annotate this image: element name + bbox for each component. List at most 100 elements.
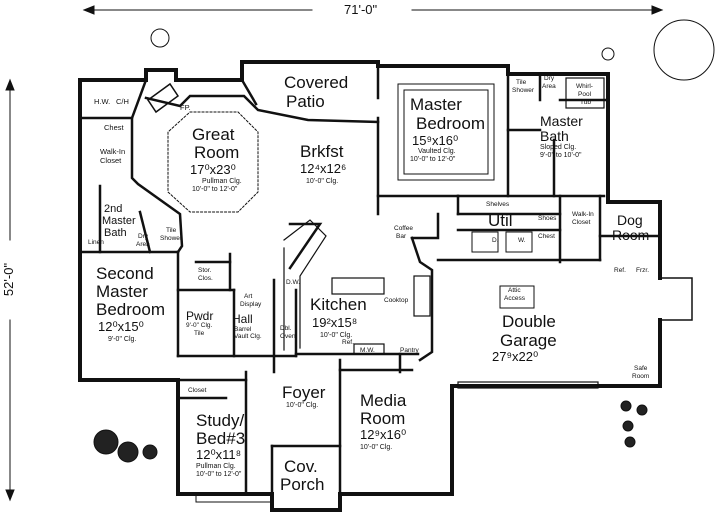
- chest-label-2: Chest: [538, 233, 555, 240]
- shoes-label: Shoes: [538, 215, 557, 222]
- covered-patio-label-1: Covered: [284, 73, 349, 92]
- shelves-label: Shelves: [486, 201, 510, 208]
- double-garage-label-2: Garage: [500, 331, 557, 350]
- great-room-label-1: Great: [192, 125, 235, 144]
- whirlpool-label-2: Pool: [578, 91, 592, 98]
- dw-label: D.W.: [286, 279, 301, 286]
- kitchen-size: 19²x15⁸: [312, 315, 358, 330]
- cov-porch-label-2: Porch: [280, 475, 325, 494]
- chest-label-1: Chest: [104, 123, 124, 132]
- exterior-walls: [78, 60, 662, 512]
- kitchen-label: Kitchen: [310, 295, 367, 314]
- fp-label: FP.: [180, 103, 191, 112]
- master-dry-area-label-2: Area: [542, 83, 556, 90]
- study-size: 12⁰x11⁸: [196, 447, 242, 462]
- great-room-note-2: 10'-0" to 12'-0": [192, 186, 238, 193]
- dog-room-label-2: Room: [612, 227, 650, 243]
- hall-label: Hall: [232, 312, 253, 326]
- master-tile-shower-label-1: Tile: [516, 79, 527, 86]
- master-walkin-label-2: Closet: [572, 219, 591, 226]
- attic-access-box: [499, 285, 535, 309]
- great-room-ceiling: [167, 111, 259, 213]
- master-bath-note-1: Sloped Clg.: [540, 144, 577, 151]
- media-room-label-1: Media: [360, 391, 407, 410]
- dry-area-label-2: Area: [136, 241, 150, 248]
- fireplace: [146, 82, 180, 114]
- master-bedroom-label-2: Bedroom: [416, 114, 485, 133]
- second-master-bath-label-3: Bath: [104, 227, 127, 239]
- study-closet-label: Closet: [188, 387, 207, 394]
- second-master-bedroom-note: 9'-0" Clg.: [108, 336, 137, 343]
- master-dry-area-label-1: Dry: [544, 75, 555, 82]
- master-bedroom-label-1: Master: [410, 95, 462, 114]
- washer-label: W.: [518, 237, 526, 244]
- master-bath-note-2: 9'-0" to 10'-0": [540, 152, 582, 159]
- safe-room-label-1: Safe: [634, 365, 648, 372]
- coffee-bar-label-1: Coffee: [394, 225, 414, 232]
- pwdr-note-2: Tile: [194, 330, 205, 337]
- overall-width: 71'-0": [344, 2, 378, 17]
- second-master-bedroom-label-2: Master: [96, 282, 148, 301]
- mw-label: M.W.: [360, 347, 375, 354]
- study-note-2: 10'-0" to 12'-0": [196, 471, 242, 478]
- util-label: Util: [488, 211, 513, 230]
- dbl-oven-label-2: Oven: [280, 333, 296, 340]
- depth-dimension-line: [5, 78, 15, 502]
- study-label-1: Study/: [196, 411, 245, 430]
- hall-note-1: Barrel: [234, 326, 252, 333]
- safe-room-label-2: Room: [632, 373, 650, 380]
- art-display-label-2: Display: [240, 301, 262, 308]
- covered-patio-label-2: Patio: [286, 92, 325, 111]
- master-walkin-label-1: Walk-In: [572, 211, 594, 218]
- hw-label: H.W.: [94, 97, 111, 106]
- second-master-bath-label-1: 2nd: [104, 203, 123, 215]
- brkfst-size: 12⁴x12⁶: [300, 161, 347, 176]
- dryer-label: D.: [492, 237, 499, 244]
- media-room-size: 12⁹x16⁰: [360, 427, 407, 442]
- kitchen-counters: [283, 219, 431, 355]
- kitchen-note: 10'-0" Clg.: [320, 332, 353, 339]
- second-master-bedroom-size: 12⁰x15⁰: [98, 319, 144, 334]
- stor-clos-label-1: Stor.: [198, 267, 212, 274]
- master-tile-shower-label-2: Shower: [512, 87, 535, 94]
- whirlpool-label-1: Whirl-: [576, 83, 593, 90]
- dry-area-label-1: Dry: [138, 233, 149, 240]
- art-display-label-1: Art: [244, 293, 253, 300]
- great-room-note-1: Pullman Clg.: [202, 178, 242, 185]
- master-bedroom-note-2: 10'-0" to 12'-0": [410, 156, 456, 163]
- master-bedroom-size: 15⁹x16⁰: [412, 133, 459, 148]
- kitchen-ref-label: Ref.: [342, 339, 354, 346]
- overall-depth: 52'-0": [1, 262, 17, 297]
- foyer-label: Foyer: [282, 383, 326, 402]
- tile-shower-label-1: Tile: [166, 227, 177, 234]
- tile-shower-label-2: Shower: [160, 235, 183, 242]
- master-bath-label-1: Master: [540, 113, 583, 129]
- whirlpool-tub: [565, 77, 605, 109]
- ch-label: C/H: [116, 97, 129, 106]
- width-dimension-line: [82, 5, 664, 15]
- brkfst-label: Brkfst: [300, 142, 344, 161]
- cov-porch-label-1: Cov.: [284, 457, 318, 476]
- frzr-label: Frzr.: [636, 267, 649, 274]
- garage-door: [457, 381, 599, 389]
- pwdr-label: Pwdr: [186, 309, 214, 323]
- dog-room-label-1: Dog: [617, 212, 643, 228]
- study-note-1: Pullman Clg.: [196, 463, 236, 470]
- garage-ref-label: Ref.: [614, 267, 626, 274]
- landscaping: [93, 19, 715, 463]
- great-room-label-2: Room: [194, 143, 240, 162]
- double-garage-size: 27⁹x22⁰: [492, 349, 539, 364]
- double-garage-label-1: Double: [502, 312, 556, 331]
- second-master-bath-label-2: Master: [102, 215, 136, 227]
- master-bedroom-ceiling: [397, 83, 495, 181]
- second-master-bedroom-label-3: Bedroom: [96, 300, 165, 319]
- brkfst-note: 10'-0" Clg.: [306, 178, 339, 185]
- foyer-note: 10'-0" Clg.: [286, 402, 319, 409]
- pantry-label: Pantry: [400, 347, 419, 354]
- attic-access-label-2: Access: [504, 295, 525, 302]
- cooktop-label: Cooktop: [384, 297, 409, 304]
- master-bath-label-2: Bath: [540, 128, 569, 144]
- media-room-note: 10'-0" Clg.: [360, 444, 393, 451]
- media-room-label-2: Room: [360, 409, 406, 428]
